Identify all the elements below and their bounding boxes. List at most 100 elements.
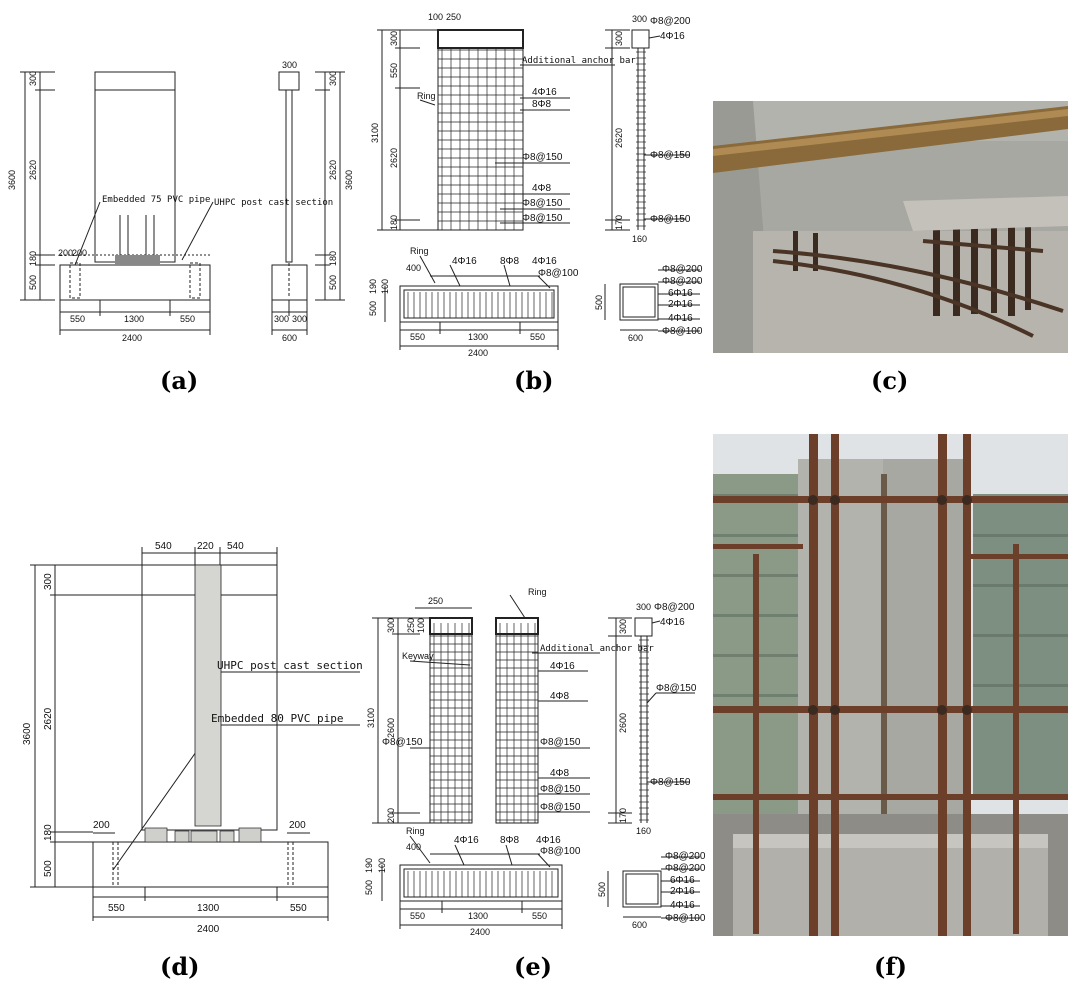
photo-c-illustration	[713, 101, 1068, 353]
dim-a-r-wall: 2620	[328, 160, 338, 180]
label-e-4phi16: 4Φ16	[550, 661, 575, 672]
note-a-pvc: Embedded 75 PVC pipe	[102, 195, 210, 205]
caption-b: (b)	[514, 366, 554, 395]
label-e-side-phi8-150a: Φ8@150	[656, 683, 697, 694]
label-e-side-4phi16: 4Φ16	[660, 617, 685, 628]
note-d-uhpc: UHPC post cast section	[217, 659, 363, 672]
caption-d: (d)	[160, 952, 200, 981]
dim-b-l1: 300	[389, 31, 399, 46]
dim-b-side-l1: 300	[614, 31, 624, 46]
dim-e-beam-500: 500	[364, 880, 374, 895]
dim-b-beam-550b: 550	[530, 332, 545, 342]
dim-e-l4: 200	[386, 808, 396, 823]
dim-a-total: 3600	[7, 170, 17, 190]
dim-a-top: 300	[28, 71, 38, 86]
dim-e-beam-550b: 550	[532, 911, 547, 921]
dim-e-l2: 3100	[366, 708, 376, 728]
label-e-keyway: Keyway	[402, 651, 434, 661]
label-e-phi8-150b: Φ8@150	[540, 737, 581, 748]
dim-b-beam-190: 190	[368, 279, 378, 294]
dim-a-small1: 200	[58, 248, 73, 258]
dim-b-beam-550a: 550	[410, 332, 425, 342]
dim-d-top2: 220	[197, 541, 214, 552]
dim-e-side-l3: 170	[618, 808, 628, 823]
dim-d-top1: 540	[155, 541, 172, 552]
dim-b-top1: 100	[428, 12, 443, 22]
label-e-beam-4phi16a: 4Φ16	[454, 835, 479, 846]
note-d-pvc: Embedded 80 PVC pipe	[211, 712, 343, 725]
label-e-ring: Ring	[528, 587, 547, 597]
label-e-sec-1: Φ8@200	[665, 851, 706, 862]
label-e-4phi8b: 4Φ8	[550, 768, 570, 779]
dim-d-b1: 550	[108, 903, 125, 914]
label-b-sec-2: Φ8@200	[662, 276, 703, 287]
dim-e-beam-1300: 1300	[468, 911, 488, 921]
label-b-side-phi8-150a: Φ8@150	[650, 150, 691, 161]
dim-a-small2: 200	[72, 248, 87, 258]
photo-f-assembled-wall	[713, 434, 1068, 936]
photo-f-illustration	[713, 434, 1068, 936]
dim-a-r-total: 3600	[344, 170, 354, 190]
dim-b-l4: 2620	[389, 148, 399, 168]
label-b-ring: Ring	[417, 91, 436, 101]
label-e-side-phi8-150b: Φ8@150	[650, 777, 691, 788]
dim-e-top3: 100	[416, 618, 426, 633]
label-b-phi8-150b: Φ8@150	[522, 198, 563, 209]
label-b-beam-phi8-100: Φ8@100	[538, 268, 579, 279]
panel-b-reinforcement: 100 250 300 550 3100 2620 180 Ring Addit…	[360, 8, 705, 358]
dim-b-l3: 3100	[370, 123, 380, 143]
dim-a-r-joint: 180	[328, 251, 338, 266]
dim-b-beam-1300: 1300	[468, 332, 488, 342]
dim-a-joint: 180	[28, 251, 38, 266]
dim-d-b2: 1300	[197, 903, 220, 914]
dim-b-beam-500: 500	[368, 301, 378, 316]
dim-e-side-l1: 300	[618, 619, 628, 634]
label-e-beam-8phi8: 8Φ8	[500, 835, 520, 846]
label-b-8phi8: 8Φ8	[532, 99, 552, 110]
panel-d-drawing: 540 220 540 3600 300 2620 180 500 200 20…	[22, 541, 363, 935]
label-b-beam-8phi8: 8Φ8	[500, 256, 520, 267]
dim-d-small2: 200	[289, 820, 306, 831]
label-b-side-phi8-150b: Φ8@150	[650, 214, 691, 225]
dim-d-small1: 200	[93, 820, 110, 831]
dim-b-beam-100: 100	[380, 279, 390, 294]
label-e-anchor: Additional anchor bar	[540, 644, 654, 654]
dim-e-sec-600: 600	[632, 920, 647, 930]
dim-e-beam-550a: 550	[410, 911, 425, 921]
label-b-beam-4phi16b: 4Φ16	[532, 256, 557, 267]
label-b-sec-6: Φ8@100	[662, 326, 703, 337]
label-e-beam-phi8-100: Φ8@100	[540, 846, 581, 857]
dim-d-top3: 540	[227, 541, 244, 552]
dim-d-l4: 180	[43, 824, 54, 841]
dim-a-b1: 550	[70, 314, 85, 324]
label-b-4phi16: 4Φ16	[532, 87, 557, 98]
dim-a-side-top: 300	[282, 60, 297, 70]
dim-b-side-300: 300	[632, 14, 647, 24]
dim-a-wall: 2620	[28, 160, 38, 180]
dim-a-b4: 2400	[122, 333, 142, 343]
dim-e-top1: 250	[428, 596, 443, 606]
label-e-sec-4: 2Φ16	[670, 886, 695, 897]
dim-d-l2: 300	[43, 573, 54, 590]
dim-a-side2: 300	[292, 314, 307, 324]
dim-b-side-l2: 2620	[614, 128, 624, 148]
dim-e-beam-400: 400	[406, 842, 421, 852]
label-b-beam-ring: Ring	[410, 246, 429, 256]
panel-e-drawing: 250 250 100 300 3100 2600 200 Ring Keywa…	[364, 587, 706, 937]
dim-b-side-l3: 170	[614, 215, 624, 230]
panel-e-reinforcement: 250 250 100 300 3100 2600 200 Ring Keywa…	[360, 583, 706, 938]
label-b-side-4phi16: 4Φ16	[660, 31, 685, 42]
dim-e-beam-100: 100	[377, 858, 387, 873]
label-b-sec-4: 2Φ16	[668, 299, 693, 310]
dim-d-l5: 500	[43, 860, 54, 877]
caption-e: (e)	[514, 952, 552, 981]
dim-d-b3: 550	[290, 903, 307, 914]
dim-a-side1: 300	[274, 314, 289, 324]
label-e-4phi8a: 4Φ8	[550, 691, 570, 702]
photo-c-foundation-joint	[713, 101, 1068, 353]
label-e-beam-4phi16b: 4Φ16	[536, 835, 561, 846]
panel-a-elevation: 3600 300 2620 180 500 3600 300 2620 180 …	[0, 50, 354, 350]
dim-b-sec-500: 500	[594, 295, 604, 310]
dim-a-b3: 550	[180, 314, 195, 324]
dim-b-top2: 250	[446, 12, 461, 22]
